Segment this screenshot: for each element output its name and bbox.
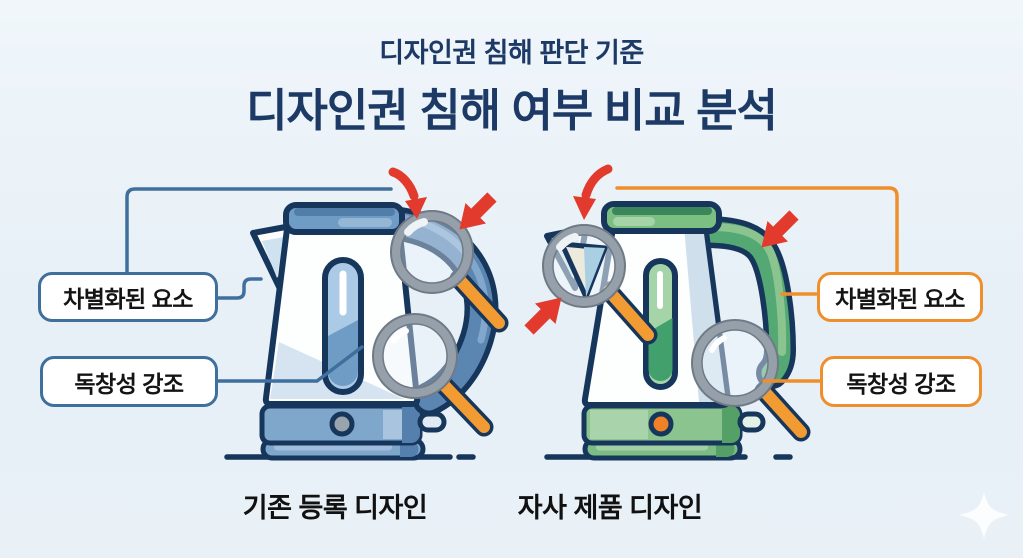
water-level-window xyxy=(643,258,678,390)
connector-line xyxy=(216,345,364,383)
red-arrow-icon xyxy=(388,167,427,219)
label-originality-emphasis-left: 독창성 강조 xyxy=(40,356,218,407)
left-connector-lines xyxy=(125,187,393,383)
plug-tab xyxy=(417,411,447,433)
red-arrow-icon xyxy=(524,297,562,335)
red-arrow-icon xyxy=(573,164,613,220)
label-text: 독창성 강조 xyxy=(74,370,184,397)
magnifier-icon xyxy=(542,224,658,345)
label-differentiated-elements-left: 차별화된 요소 xyxy=(38,272,218,322)
connector-line xyxy=(615,186,899,274)
caption-own-product-design: 자사 제품 디자인 xyxy=(517,493,703,523)
label-originality-emphasis-right: 독창성 강조 xyxy=(820,356,982,407)
magnifier-icon xyxy=(372,313,494,437)
power-button xyxy=(648,411,674,437)
label-text: 차별화된 요소 xyxy=(63,286,193,312)
registered-design-kettle xyxy=(224,167,509,461)
label-text: 차별화된 요소 xyxy=(835,286,965,312)
red-arrow-icon xyxy=(459,192,497,230)
magnifier-icon xyxy=(691,319,811,442)
kettle-lid xyxy=(283,202,405,235)
label-text: 독창성 강조 xyxy=(846,370,956,397)
connector-line xyxy=(125,187,393,274)
power-button xyxy=(329,411,355,437)
page-title: 디자인권 침해 여부 비교 분석 xyxy=(246,85,778,136)
right-connector-lines xyxy=(615,186,899,383)
kettle-lid xyxy=(601,201,722,234)
water-level-window xyxy=(322,257,364,395)
kicker-text: 디자인권 침해 판단 기준 xyxy=(379,38,644,68)
magnifier-icon xyxy=(390,210,509,333)
sparkle-icon xyxy=(959,492,1009,539)
connector-line xyxy=(216,277,263,300)
label-differentiated-elements-right: 차별화된 요소 xyxy=(817,272,983,322)
red-arrow-icon xyxy=(761,210,799,248)
own-product-kettle xyxy=(524,164,811,461)
caption-registered-design: 기존 등록 디자인 xyxy=(242,493,428,523)
plug-tab xyxy=(737,411,766,433)
